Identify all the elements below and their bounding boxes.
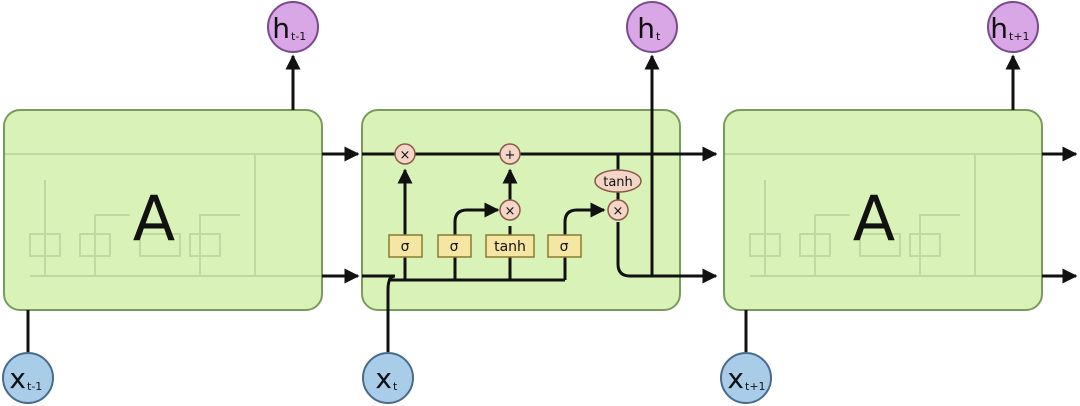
candidate-gate-label: tanh [494,239,526,255]
h-next-sub: t+1 [1009,30,1030,43]
output-gate-path [563,202,606,280]
cell-right-label: A [853,182,895,255]
h-curr-node: h t [626,1,678,53]
outer-vertical-arrows [26,54,1021,352]
h-prev-node: h t-1 [267,1,319,53]
output-gate: σ [547,234,582,258]
h-prev-base: h [272,12,290,45]
forget-gate-label: σ [401,239,410,255]
input-nodes: x t-1 x t x t+1 [2,352,772,404]
input-gate: σ [437,234,472,258]
pointwise-ops: × + × tanh × [394,143,642,221]
x-prev-node: x t-1 [2,352,54,404]
x-prev-base: x [9,362,26,395]
cell-right-faded-internals [724,153,1042,277]
gates: σ σ tanh σ [388,234,582,258]
h-prev-sub: t-1 [291,30,306,43]
inter-cell-connections [322,146,1078,284]
output-mult-label: × [613,204,624,219]
input-gate-path [453,202,500,280]
h-next-node: h t+1 [987,1,1039,53]
input-mult-label: × [505,204,516,219]
input-gate-label: σ [450,239,459,255]
cell-right: A [723,109,1043,311]
x-next-node: x t+1 [720,352,772,404]
x-curr-base: x [375,362,392,395]
cell-left: A [3,109,323,311]
x-next-base: x [727,362,744,395]
input-mult-op: × [499,199,521,221]
x-curr-node: x t [362,352,414,404]
output-gate-label: σ [560,239,569,255]
cell-middle [361,109,681,311]
forget-mult-op: × [394,143,416,165]
x-curr-sub: t [393,380,398,393]
h-curr-base: h [637,12,655,45]
hidden-out-path [616,222,718,284]
add-label: + [505,148,516,163]
cell-tanh-label: tanh [603,175,633,190]
cell-left-faded-internals [4,153,322,277]
x-next-sub: t+1 [745,380,766,393]
cell-left-label: A [133,182,175,255]
cell-tanh-op: tanh [594,169,642,193]
candidate-gate: tanh [485,234,535,258]
output-mult-op: × [607,199,629,221]
forget-mult-label: × [400,148,411,163]
x-prev-sub: t-1 [27,380,42,393]
h-curr-sub: t [656,30,661,43]
output-nodes: h t-1 h t h t+1 [267,1,1039,53]
middle-cell-wiring [362,54,718,352]
forget-gate: σ [388,234,423,258]
h-next-base: h [990,12,1008,45]
add-op: + [499,143,521,165]
